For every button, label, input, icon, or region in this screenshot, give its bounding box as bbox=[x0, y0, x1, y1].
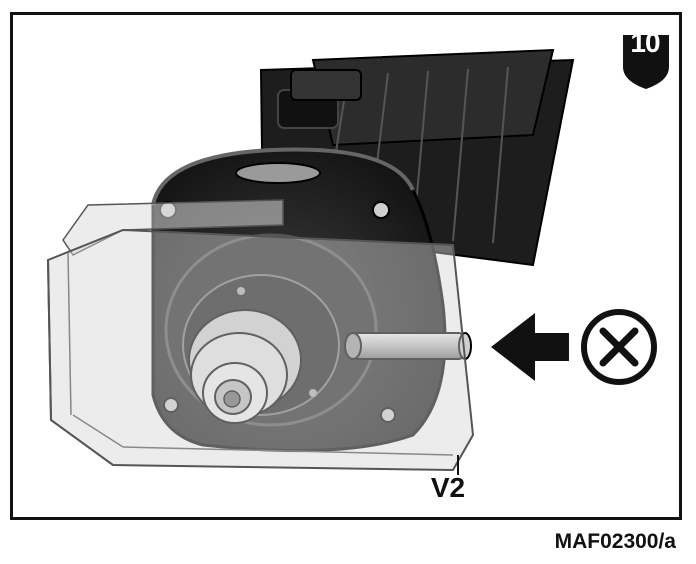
guard-v2 bbox=[46, 199, 475, 475]
part-label-v2: V2 bbox=[430, 472, 466, 503]
figure-code: MAF02300/a bbox=[554, 530, 676, 553]
arrow-left-icon bbox=[491, 313, 569, 381]
figure-frame bbox=[10, 12, 682, 520]
grinder-illustration bbox=[46, 35, 669, 475]
spindle-nut bbox=[188, 309, 302, 424]
step-number: 10 bbox=[630, 27, 660, 58]
circled-x-icon bbox=[581, 309, 657, 385]
step-badge-icon bbox=[623, 35, 669, 89]
